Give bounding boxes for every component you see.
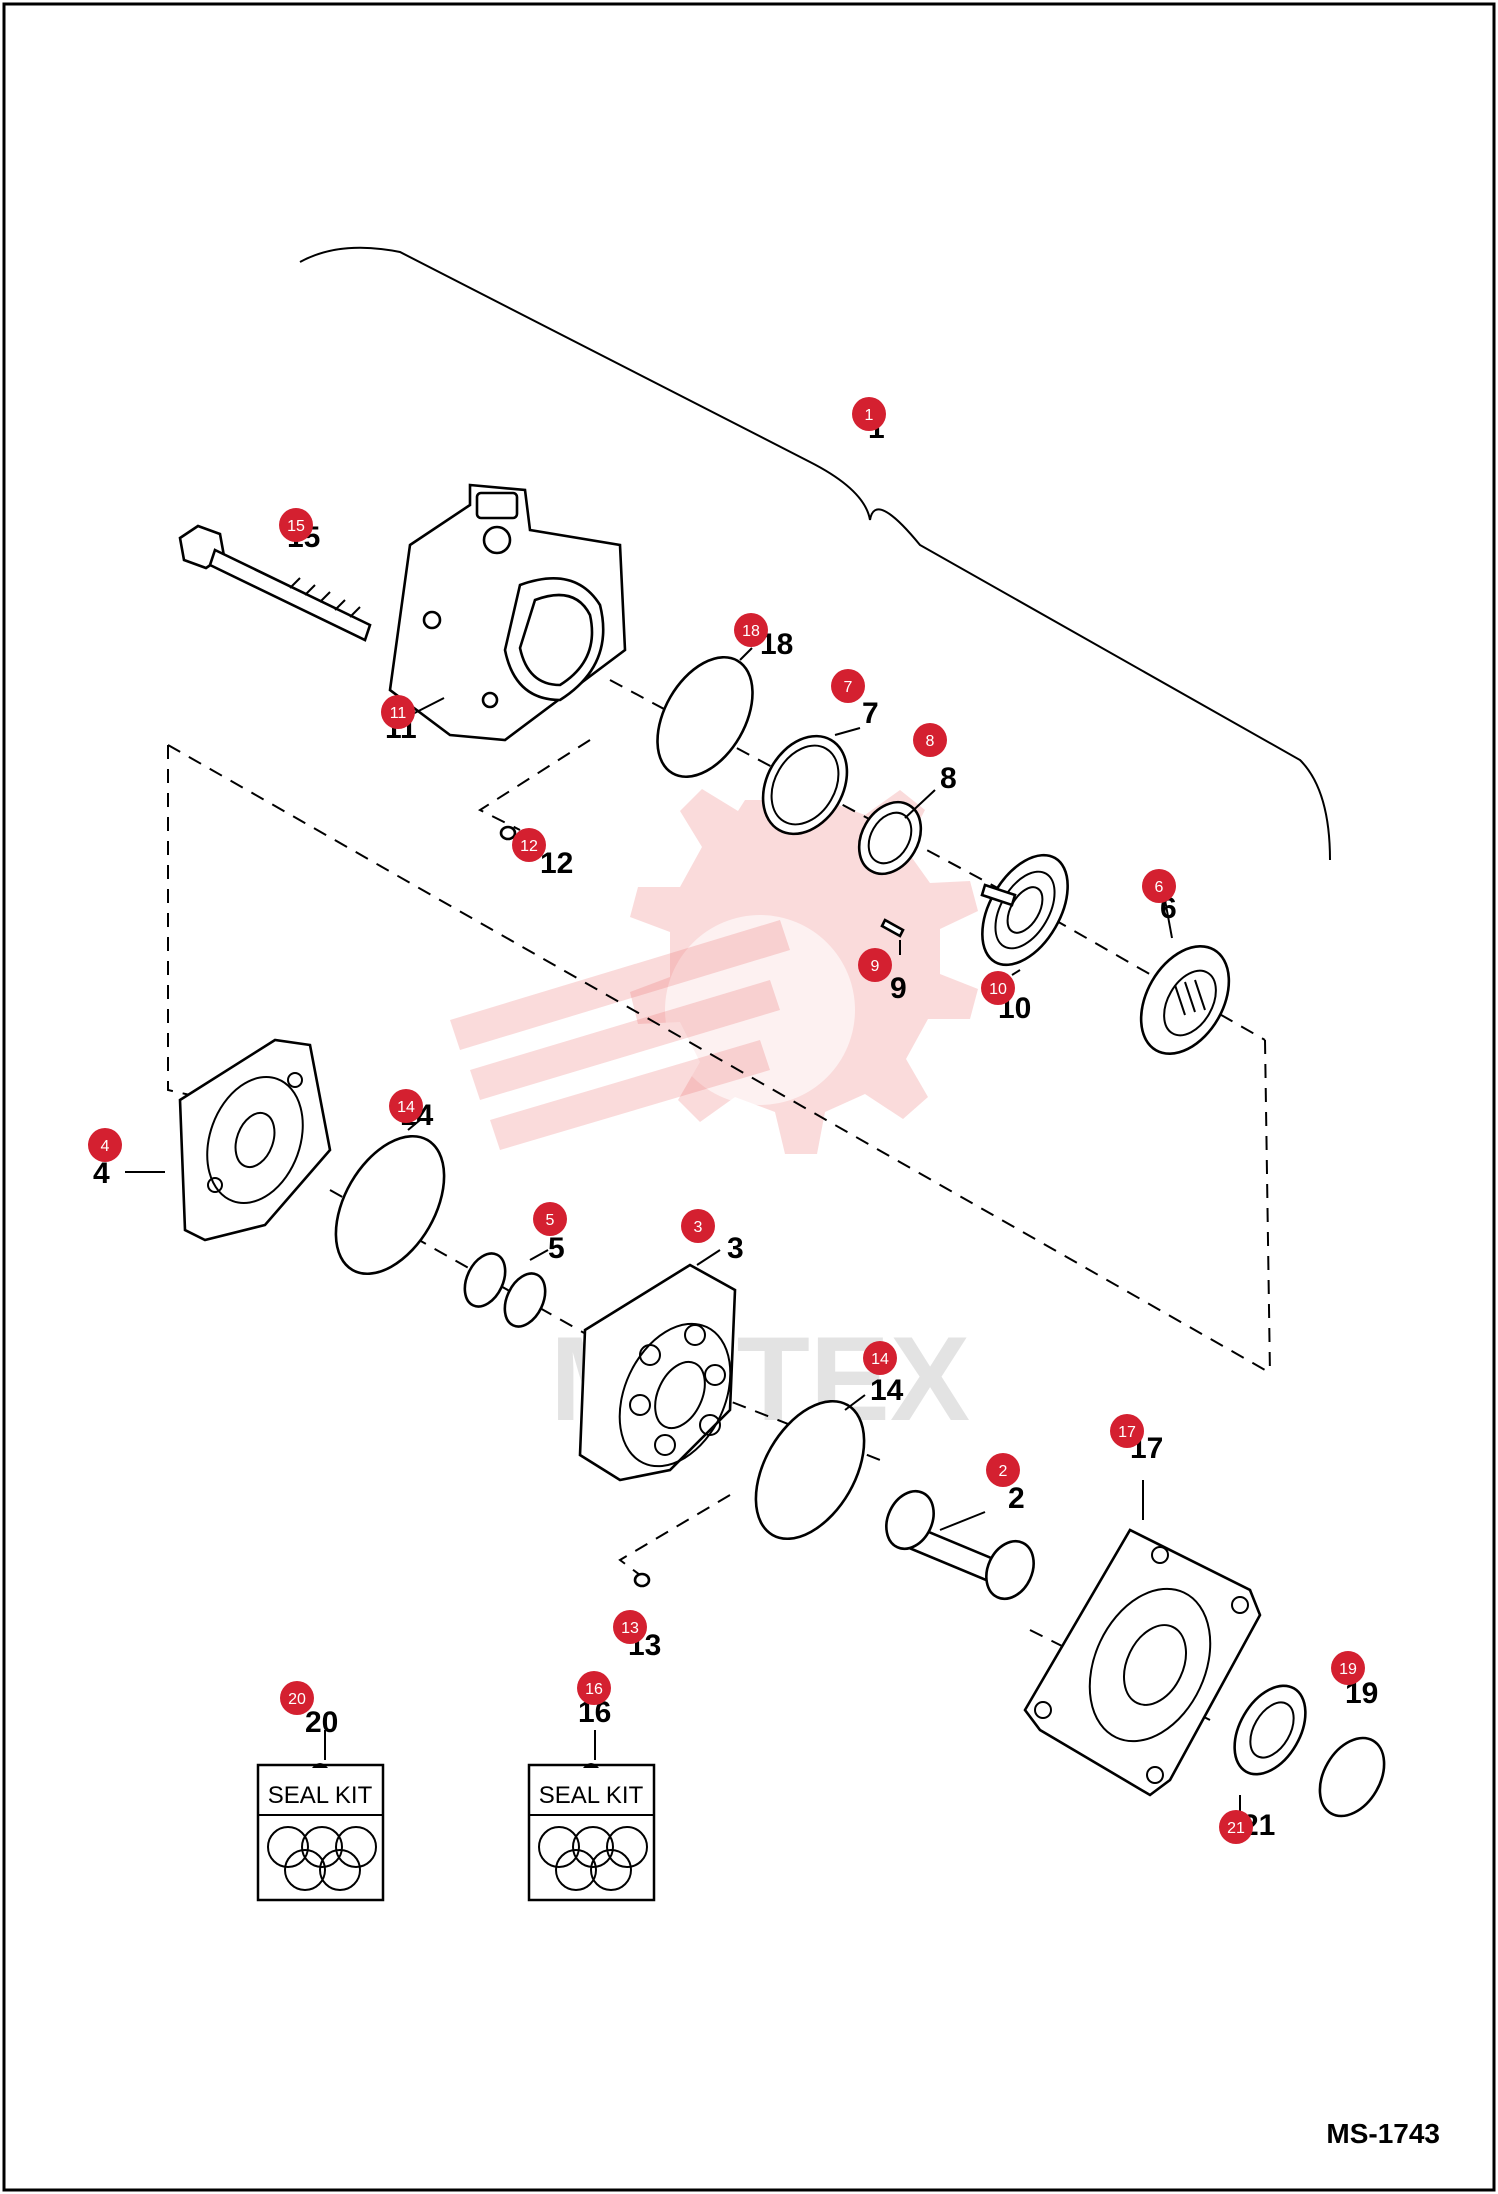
o-ring-14b xyxy=(754,1399,866,1541)
part-number-14b: 14 xyxy=(870,1374,904,1407)
badge-13[interactable]: 13 xyxy=(613,1610,647,1644)
spline-coupler-5 xyxy=(463,1252,547,1328)
svg-text:17: 17 xyxy=(1118,1424,1136,1441)
part-number-5: 5 xyxy=(548,1232,565,1265)
part-number-4: 4 xyxy=(93,1157,110,1190)
part-number-2: 2 xyxy=(1008,1482,1025,1515)
shaft-seal-21 xyxy=(1233,1684,1307,1776)
badge-4[interactable]: 4 xyxy=(88,1128,122,1162)
badge-12[interactable]: 12 xyxy=(512,828,546,862)
svg-text:14: 14 xyxy=(397,1099,415,1116)
svg-text:19: 19 xyxy=(1339,1661,1357,1678)
badge-19[interactable]: 19 xyxy=(1331,1651,1365,1685)
badge-5[interactable]: 5 xyxy=(533,1202,567,1236)
svg-text:20: 20 xyxy=(288,1691,306,1708)
badge-2[interactable]: 2 xyxy=(986,1453,1020,1487)
svg-text:16: 16 xyxy=(585,1681,603,1698)
diagram-id: MS-1743 xyxy=(1326,2118,1440,2149)
part-number-3: 3 xyxy=(727,1232,744,1265)
end-cover-4 xyxy=(178,1038,332,1242)
badge-15[interactable]: 15 xyxy=(279,508,313,542)
svg-text:9: 9 xyxy=(871,958,880,975)
seal-10 xyxy=(980,853,1069,967)
badge-17[interactable]: 17 xyxy=(1110,1414,1144,1448)
svg-text:3: 3 xyxy=(694,1219,703,1236)
seal-kit-20: SEAL KIT xyxy=(256,1763,385,1902)
retaining-ring-19 xyxy=(1318,1736,1386,1818)
housing-part xyxy=(388,483,627,742)
badge-3[interactable]: 3 xyxy=(681,1209,715,1243)
svg-text:11: 11 xyxy=(390,705,407,722)
svg-text:21: 21 xyxy=(1227,1820,1245,1837)
svg-text:15: 15 xyxy=(287,518,305,535)
badge-14b[interactable]: 14 xyxy=(863,1341,897,1375)
bolt-part xyxy=(178,524,372,642)
badge-20[interactable]: 20 xyxy=(280,1681,314,1715)
svg-text:7: 7 xyxy=(844,679,853,696)
badge-9[interactable]: 9 xyxy=(858,948,892,982)
seal-kit-16-label: SEAL KIT xyxy=(539,1782,644,1809)
svg-text:2: 2 xyxy=(999,1463,1008,1480)
svg-text:8: 8 xyxy=(926,733,935,750)
flange-17 xyxy=(1023,1528,1262,1797)
svg-text:6: 6 xyxy=(1155,879,1164,896)
seal-kit-16: SEAL KIT xyxy=(527,1763,656,1902)
badge-14a[interactable]: 14 xyxy=(389,1089,423,1123)
badge-18[interactable]: 18 xyxy=(734,613,768,647)
drive-shaft-2 xyxy=(885,1489,1035,1601)
part-number-20: 20 xyxy=(305,1706,338,1739)
gerotor-block-3 xyxy=(578,1263,737,1482)
svg-text:4: 4 xyxy=(101,1138,110,1155)
badge-8[interactable]: 8 xyxy=(913,723,947,757)
badge-21[interactable]: 21 xyxy=(1219,1810,1253,1844)
part-number-9: 9 xyxy=(890,972,907,1005)
badge-6[interactable]: 6 xyxy=(1142,869,1176,903)
badge-1[interactable]: 1 xyxy=(852,397,886,431)
badge-7[interactable]: 7 xyxy=(831,669,865,703)
o-ring-14a xyxy=(334,1134,446,1276)
svg-text:13: 13 xyxy=(621,1620,639,1637)
part-number-12: 12 xyxy=(540,847,573,880)
badge-11[interactable]: 11 xyxy=(381,695,415,729)
ring-7 xyxy=(761,734,849,836)
callout-badges: 1 15 11 18 7 8 12 6 9 10 4 14 5 3 14 2 1… xyxy=(88,397,1365,1844)
bearing-6 xyxy=(1139,944,1231,1056)
seal-kit-20-label: SEAL KIT xyxy=(268,1782,373,1809)
washer-8 xyxy=(857,800,923,876)
svg-text:1: 1 xyxy=(865,407,874,424)
small-ring-12 xyxy=(499,825,517,841)
pin-9 xyxy=(880,918,905,938)
part-number-8: 8 xyxy=(940,762,957,795)
svg-text:5: 5 xyxy=(546,1212,555,1229)
svg-text:14: 14 xyxy=(871,1351,889,1368)
badge-10[interactable]: 10 xyxy=(981,971,1015,1005)
part-number-7: 7 xyxy=(862,697,879,730)
o-ring-18 xyxy=(656,655,754,779)
small-ring-13 xyxy=(633,1572,651,1588)
svg-text:10: 10 xyxy=(989,981,1007,998)
svg-text:12: 12 xyxy=(520,838,538,855)
badge-16[interactable]: 16 xyxy=(577,1671,611,1705)
svg-text:18: 18 xyxy=(742,623,760,640)
assembly-brace xyxy=(299,246,1331,861)
